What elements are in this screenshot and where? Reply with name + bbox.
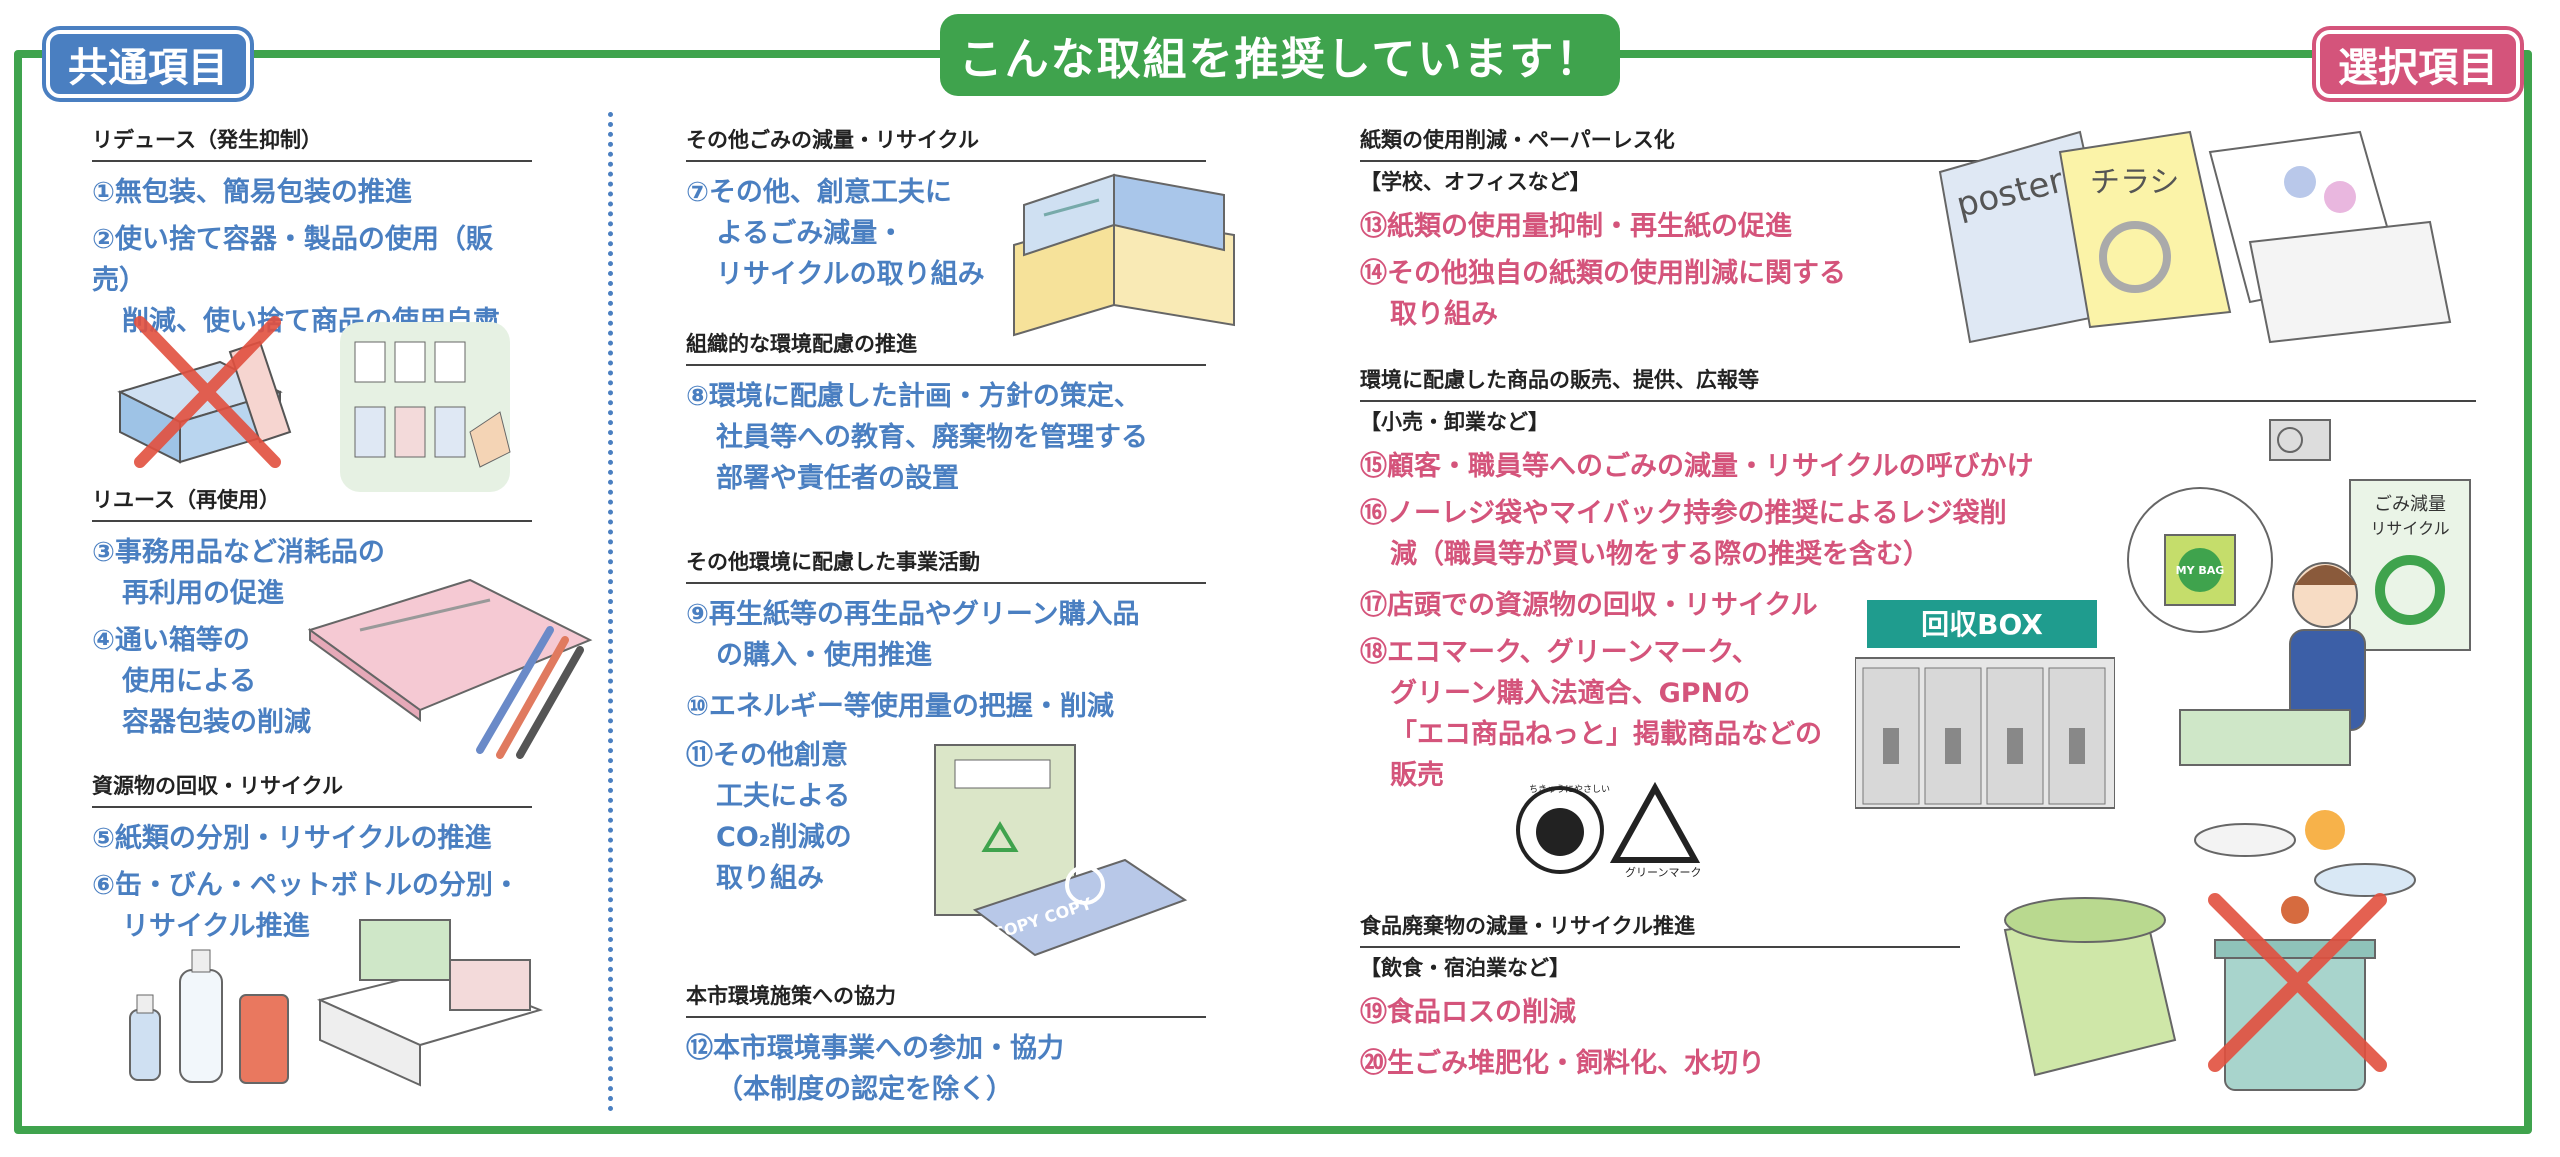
- papers-illustration: poster チラシ: [1938, 130, 2452, 344]
- food-scraps-icon: [2194, 810, 2416, 924]
- svg-text:ごみ減量: ごみ減量: [2374, 494, 2446, 515]
- item-6: ⑥缶・びん・ペットボトルの分別・ リサイクル推進: [92, 870, 520, 942]
- item-14: ⑭その他独自の紙類の使用削減に関する 取り組み: [1360, 258, 1846, 330]
- item-11: ⑪その他創意 工夫による CO₂削減の 取り組み: [686, 740, 852, 894]
- section-title: 食品廃棄物の減量・リサイクル推進: [1360, 910, 1960, 948]
- section-title: 本市環境施策への協力: [686, 980, 1206, 1018]
- section-subtitle: 【飲食・宿泊業など】: [1360, 956, 1570, 980]
- section-other-reduction: その他ごみの減量・リサイクル ⑦その他、創意工夫に よるごみ減量・ リサイクルの…: [686, 124, 1206, 295]
- store-clerk-illustration: MY BAG ごみ減量 リサイクル: [2127, 419, 2471, 766]
- recycle-icon: [981, 821, 1019, 852]
- section-title: 紙類の使用削減・ペーパーレス化: [1360, 124, 2000, 162]
- section-paperless: 紙類の使用削減・ペーパーレス化 【学校、オフィスなど】 ⑬紙類の使用量抑制・再生…: [1360, 124, 2000, 335]
- section-subtitle: 【学校、オフィスなど】: [1360, 170, 1591, 194]
- common-items-tag: 共通項目: [46, 30, 250, 98]
- basket-icon: [2179, 709, 2351, 766]
- item-12: ⑫本市環境事業への参加・協力 （本制度の認定を除く）: [686, 1033, 1064, 1105]
- item-19: ⑲食品ロスの削減: [1360, 997, 1576, 1028]
- eco-marks-illustration: ちきゅうにやさしい グリーンマーク: [1516, 781, 1701, 879]
- item-8: ⑧環境に配慮した計画・方針の策定、 社員等への教育、廃棄物を管理する 部署や責任…: [686, 381, 1148, 494]
- compost-bin-icon: [2003, 897, 2177, 1077]
- section-subtitle: 【小売・卸業など】: [1360, 410, 1549, 434]
- section-organizational: 組織的な環境配慮の推進 ⑧環境に配慮した計画・方針の策定、 社員等への教育、廃棄…: [686, 328, 1206, 499]
- collection-box-illustration: 回収BOX: [1855, 600, 2115, 809]
- item-13: ⑬紙類の使用量抑制・再生紙の促進: [1360, 211, 1792, 242]
- item-4: ④通い箱等の 使用による 容器包装の削減: [92, 625, 311, 738]
- section-eco-products: 環境に配慮した商品の販売、提供、広報等 【小売・卸業など】 ⑮顧客・職員等へのご…: [1360, 364, 2476, 796]
- item-9: ⑨再生紙等の再生品やグリーン購入品 の購入・使用推進: [686, 599, 1140, 671]
- svg-text:ちきゅうにやさしい: ちきゅうにやさしい: [1529, 784, 1610, 795]
- documents-trays-illustration: [1013, 173, 1235, 337]
- cross-mark-icon: [134, 316, 281, 468]
- speech-bubble-my-bag: MY BAG: [2127, 487, 2273, 633]
- section-recycle: 資源物の回収・リサイクル ⑤紙類の分別・リサイクルの推進 ⑥缶・びん・ペットボト…: [92, 770, 532, 947]
- store-shelf-icon: [340, 322, 511, 492]
- page-title: こんな取組を推奨しています！: [940, 14, 1620, 96]
- paper-stack-icon: [316, 919, 544, 1087]
- section-reduce: リデュース（発生抑制） ①無包装、簡易包装の推進 ②使い捨て容器・製品の使用（販…: [92, 124, 532, 342]
- section-title: リユース（再使用）: [92, 484, 532, 522]
- item-18: ⑱エコマーク、グリーンマーク、 グリーン購入法適合、GPNの 「エコ商品ねっと」…: [1360, 637, 1822, 791]
- recyclables-illustration: [129, 919, 544, 1087]
- item-5: ⑤紙類の分別・リサイクルの推進: [92, 823, 492, 854]
- section-title: 環境に配慮した商品の販売、提供、広報等: [1360, 364, 2476, 402]
- item-1: ①無包装、簡易包装の推進: [92, 177, 412, 208]
- bottle-icon: [129, 994, 161, 1081]
- packaging-illustration: [117, 316, 511, 492]
- clerk-icon: [2289, 562, 2366, 731]
- collection-box-label: 回収BOX: [1921, 608, 2043, 641]
- pet-bottle-icon: [179, 949, 223, 1083]
- section-title: リデュース（発生抑制）: [92, 124, 532, 162]
- section-other-activities: その他環境に配慮した事業活動 ⑨再生紙等の再生品やグリーン購入品 の購入・使用推…: [686, 546, 1206, 899]
- item-7: ⑦その他、創意工夫に よるごみ減量・ リサイクルの取り組み: [686, 177, 985, 290]
- can-icon: [239, 994, 289, 1084]
- recycle-sign: ごみ減量 リサイクル: [2349, 479, 2471, 651]
- svg-text:リサイクル: リサイクル: [2370, 519, 2449, 538]
- my-bag-text: MY BAG: [2176, 564, 2225, 577]
- eco-mark-icon: ちきゅうにやさしい: [1516, 784, 1610, 874]
- cross-mark-icon: [2208, 893, 2387, 1072]
- section-title: 資源物の回収・リサイクル: [92, 770, 532, 808]
- item-20: ⑳生ごみ堆肥化・飼料化、水切り: [1360, 1048, 1765, 1079]
- item-15: ⑮顧客・職員等へのごみの減量・リサイクルの呼びかけ: [1360, 451, 2034, 482]
- section-food-waste: 食品廃棄物の減量・リサイクル推進 【飲食・宿泊業など】 ⑲食品ロスの削減 ⑳生ご…: [1360, 910, 1960, 1084]
- green-mark-icon: グリーンマーク: [1609, 781, 1701, 879]
- pen-icon: [476, 626, 584, 759]
- section-title: その他ごみの減量・リサイクル: [686, 124, 1206, 162]
- selection-items-tag: 選択項目: [2316, 30, 2520, 98]
- column-divider: [608, 112, 613, 1112]
- item-16: ⑯ノーレジ袋やマイバック持参の推奨によるレジ袋削 減（職員等が買い物をする際の推…: [1360, 498, 2007, 570]
- chirashi-text: チラシ: [2090, 165, 2179, 200]
- trash-can-icon: [2214, 939, 2376, 1091]
- recycle-icon: [2099, 221, 2171, 293]
- svg-text:グリーンマーク: グリーンマーク: [1625, 865, 1701, 879]
- item-17: ⑰店頭での資源物の回収・リサイクル: [1360, 590, 1818, 621]
- recycled-notebook-illustration: COPY COPY: [934, 744, 1188, 957]
- section-city-cooperation: 本市環境施策への協力 ⑫本市環境事業への参加・協力 （本制度の認定を除く）: [686, 980, 1206, 1110]
- section-reuse: リユース（再使用） ③事務用品など消耗品の 再利用の促進 ④通い箱等の 使用によ…: [92, 484, 532, 743]
- speaker-icon: [2269, 419, 2331, 461]
- section-title: 組織的な環境配慮の推進: [686, 328, 1206, 366]
- food-waste-illustration: [2003, 810, 2416, 1091]
- item-3: ③事務用品など消耗品の 再利用の促進: [92, 537, 385, 609]
- item-10: ⑩エネルギー等使用量の把握・削減: [686, 691, 1114, 722]
- binder-and-pens-illustration: [307, 578, 593, 759]
- section-title: その他環境に配慮した事業活動: [686, 546, 1206, 584]
